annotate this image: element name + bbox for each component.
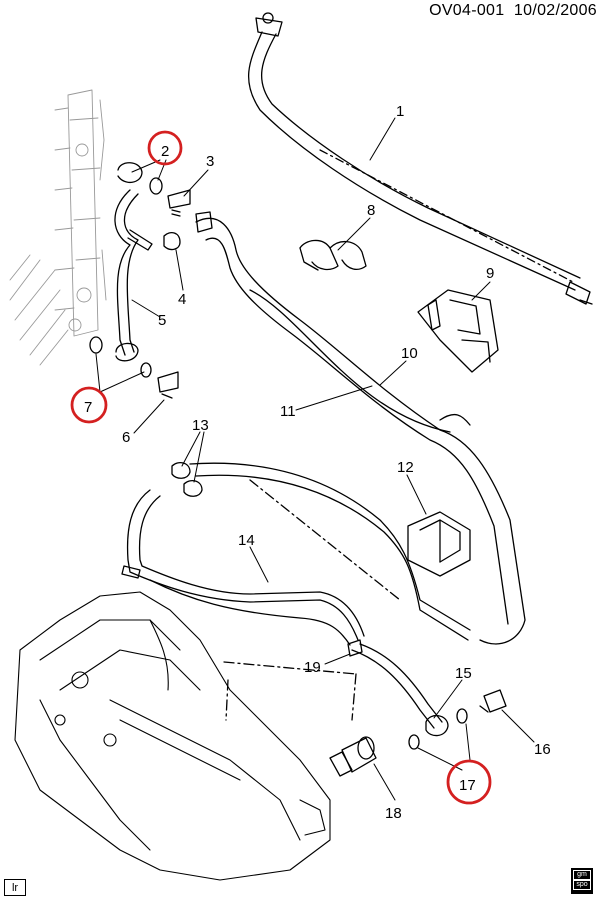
callout-2: 2 [161, 143, 169, 160]
part-18-adapter [329, 736, 377, 777]
callout-12: 12 [397, 459, 414, 476]
document-date: 10/02/2006 [513, 2, 597, 19]
callout-9: 9 [486, 265, 494, 282]
part-5-pipe [114, 162, 153, 362]
part-16-fitting [479, 689, 507, 713]
callout-11: 11 [280, 403, 296, 420]
callout-15: 15 [455, 665, 472, 682]
part-17-seal-lower [408, 734, 420, 750]
view-code-box: lr [4, 879, 26, 896]
highlight-circle-7 [70, 386, 108, 424]
part-1-centerline [319, 149, 576, 284]
highlight-circles [70, 130, 492, 805]
part-8-clamp [299, 239, 367, 271]
part-17-seal-upper [456, 708, 468, 724]
callout-1: 1 [396, 103, 404, 120]
callout-7: 7 [84, 399, 92, 416]
radiator [9, 89, 107, 366]
callout-4: 4 [178, 291, 186, 308]
part-3-bolt [167, 189, 191, 217]
gm-spo-logo: gm spo [571, 868, 593, 894]
callout-5: 5 [158, 312, 166, 329]
callout-13: 13 [192, 417, 209, 434]
part-4-clip [163, 231, 181, 251]
part-14-lower-lines [121, 462, 471, 646]
callout-10: 10 [401, 345, 418, 362]
callout-17: 17 [459, 777, 476, 794]
transmission [14, 591, 331, 881]
part-1-hose [247, 12, 593, 305]
callout-labels: 1 2 3 4 5 6 7 8 9 10 11 12 13 14 15 16 1… [84, 103, 551, 822]
part-9-bracket [417, 289, 499, 373]
highlight-circle-2 [147, 130, 183, 166]
highlight-circle-17 [446, 759, 492, 805]
part-7-seal-right [140, 362, 152, 378]
callout-3: 3 [206, 153, 214, 170]
part-10-11-cooler-lines [195, 211, 526, 645]
part-13-clips [171, 461, 203, 497]
callout-14: 14 [238, 532, 255, 549]
callout-18: 18 [385, 805, 402, 822]
callout-19: 19 [304, 659, 321, 676]
leader-lines [95, 117, 535, 801]
document-code: OV04-001 [429, 2, 505, 19]
part-15-pipe [347, 639, 449, 737]
part-7-seal-lower [89, 336, 103, 354]
callout-8: 8 [367, 202, 375, 219]
part-2-washer [149, 177, 163, 195]
callout-6: 6 [122, 429, 130, 446]
diagram-header: OV04-001 10/02/2006 [429, 2, 597, 20]
part-6-bolt [157, 371, 179, 399]
callout-16: 16 [534, 741, 551, 758]
part-12-spacer [407, 511, 471, 577]
